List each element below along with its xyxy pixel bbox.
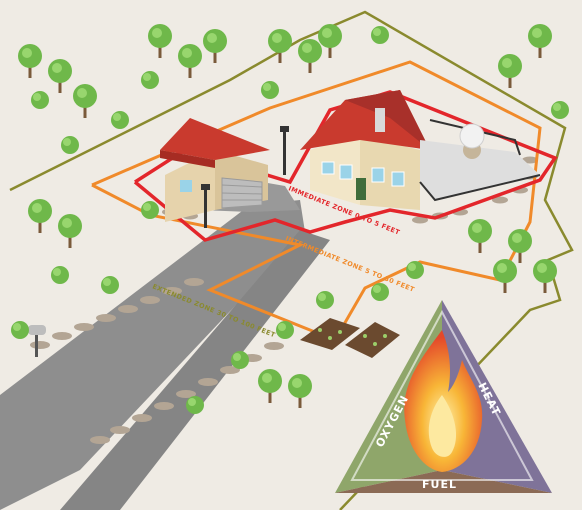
foliage-highlight: [318, 293, 326, 301]
foliage-highlight: [292, 378, 302, 388]
shrub: [51, 266, 69, 284]
foliage-highlight: [22, 48, 32, 58]
foliage-highlight: [373, 285, 381, 293]
tree-trunk: [58, 75, 62, 93]
foliage-highlight: [472, 223, 482, 233]
tree-trunk: [478, 235, 482, 253]
extended-zone-boundary: [9, 10, 574, 510]
foliage-highlight: [512, 233, 522, 243]
tree-trunk: [503, 275, 507, 293]
foliage-highlight: [497, 263, 507, 273]
shrub: [186, 396, 204, 414]
foliage-highlight: [188, 398, 196, 406]
tree-trunk: [188, 60, 192, 78]
tree-trunk: [28, 60, 32, 78]
tree-trunk: [268, 385, 272, 403]
tree-trunk: [508, 70, 512, 88]
tree-trunk: [213, 45, 217, 63]
foliage-highlight: [263, 83, 271, 91]
tree-trunk: [298, 390, 302, 408]
mailbox: [28, 325, 46, 357]
foliage-highlight: [502, 58, 512, 68]
foliage-highlight: [143, 203, 151, 211]
tree-trunk: [278, 45, 282, 63]
foliage-highlight: [32, 203, 42, 213]
garage: [160, 118, 270, 222]
foliage-highlight: [207, 33, 217, 43]
shrub: [11, 321, 29, 339]
foliage-highlight: [182, 48, 192, 58]
foliage-highlight: [408, 263, 416, 271]
intermediate-zone-boundary: [91, 60, 542, 342]
shrub: [141, 71, 159, 89]
foliage-highlight: [278, 323, 286, 331]
fire-triangle: OXYGEN HEAT FUEL: [335, 300, 552, 493]
shrub: [141, 201, 159, 219]
shrub: [371, 283, 389, 301]
shrub: [261, 81, 279, 99]
foliage-highlight: [143, 73, 151, 81]
foliage-highlight: [537, 263, 547, 273]
foliage-highlight: [152, 28, 162, 38]
shrub: [276, 321, 294, 339]
foliage-highlight: [373, 28, 381, 36]
tree-trunk: [543, 275, 547, 293]
foliage-highlight: [63, 138, 71, 146]
shrub: [371, 26, 389, 44]
shrub: [406, 261, 424, 279]
garden-beds: [300, 318, 400, 358]
trees: [11, 24, 569, 414]
tree-trunk: [328, 40, 332, 58]
foliage-highlight: [272, 33, 282, 43]
deck-patio: [419, 119, 541, 202]
immediate-zone-boundary: [133, 90, 558, 242]
tree-trunk: [538, 40, 542, 58]
foliage-highlight: [113, 113, 121, 121]
shrub: [551, 101, 569, 119]
foliage-highlight: [13, 323, 21, 331]
foliage-highlight: [302, 43, 312, 53]
shrub: [316, 291, 334, 309]
shrub: [31, 91, 49, 109]
house: [300, 90, 430, 210]
tree-trunk: [68, 230, 72, 248]
foliage-highlight: [553, 103, 561, 111]
foliage-highlight: [62, 218, 72, 228]
shrub: [111, 111, 129, 129]
foliage-highlight: [53, 268, 61, 276]
foliage-highlight: [52, 63, 62, 73]
foliage-highlight: [103, 278, 111, 286]
shrub: [231, 351, 249, 369]
tree-trunk: [308, 55, 312, 73]
tree-trunk: [83, 100, 87, 118]
shrub: [101, 276, 119, 294]
foliage-highlight: [322, 28, 332, 38]
tree-trunk: [518, 245, 522, 263]
foliage-highlight: [77, 88, 87, 98]
fuel-side: [335, 470, 552, 493]
fuel-label: FUEL: [422, 478, 457, 491]
foliage-highlight: [33, 93, 41, 101]
lamp-posts: [201, 126, 289, 228]
foliage-highlight: [262, 373, 272, 383]
flame-icon: [404, 330, 483, 472]
foliage-highlight: [233, 353, 241, 361]
foliage-highlight: [532, 28, 542, 38]
shrub: [61, 136, 79, 154]
tree-trunk: [38, 215, 42, 233]
tree-trunk: [158, 40, 162, 58]
